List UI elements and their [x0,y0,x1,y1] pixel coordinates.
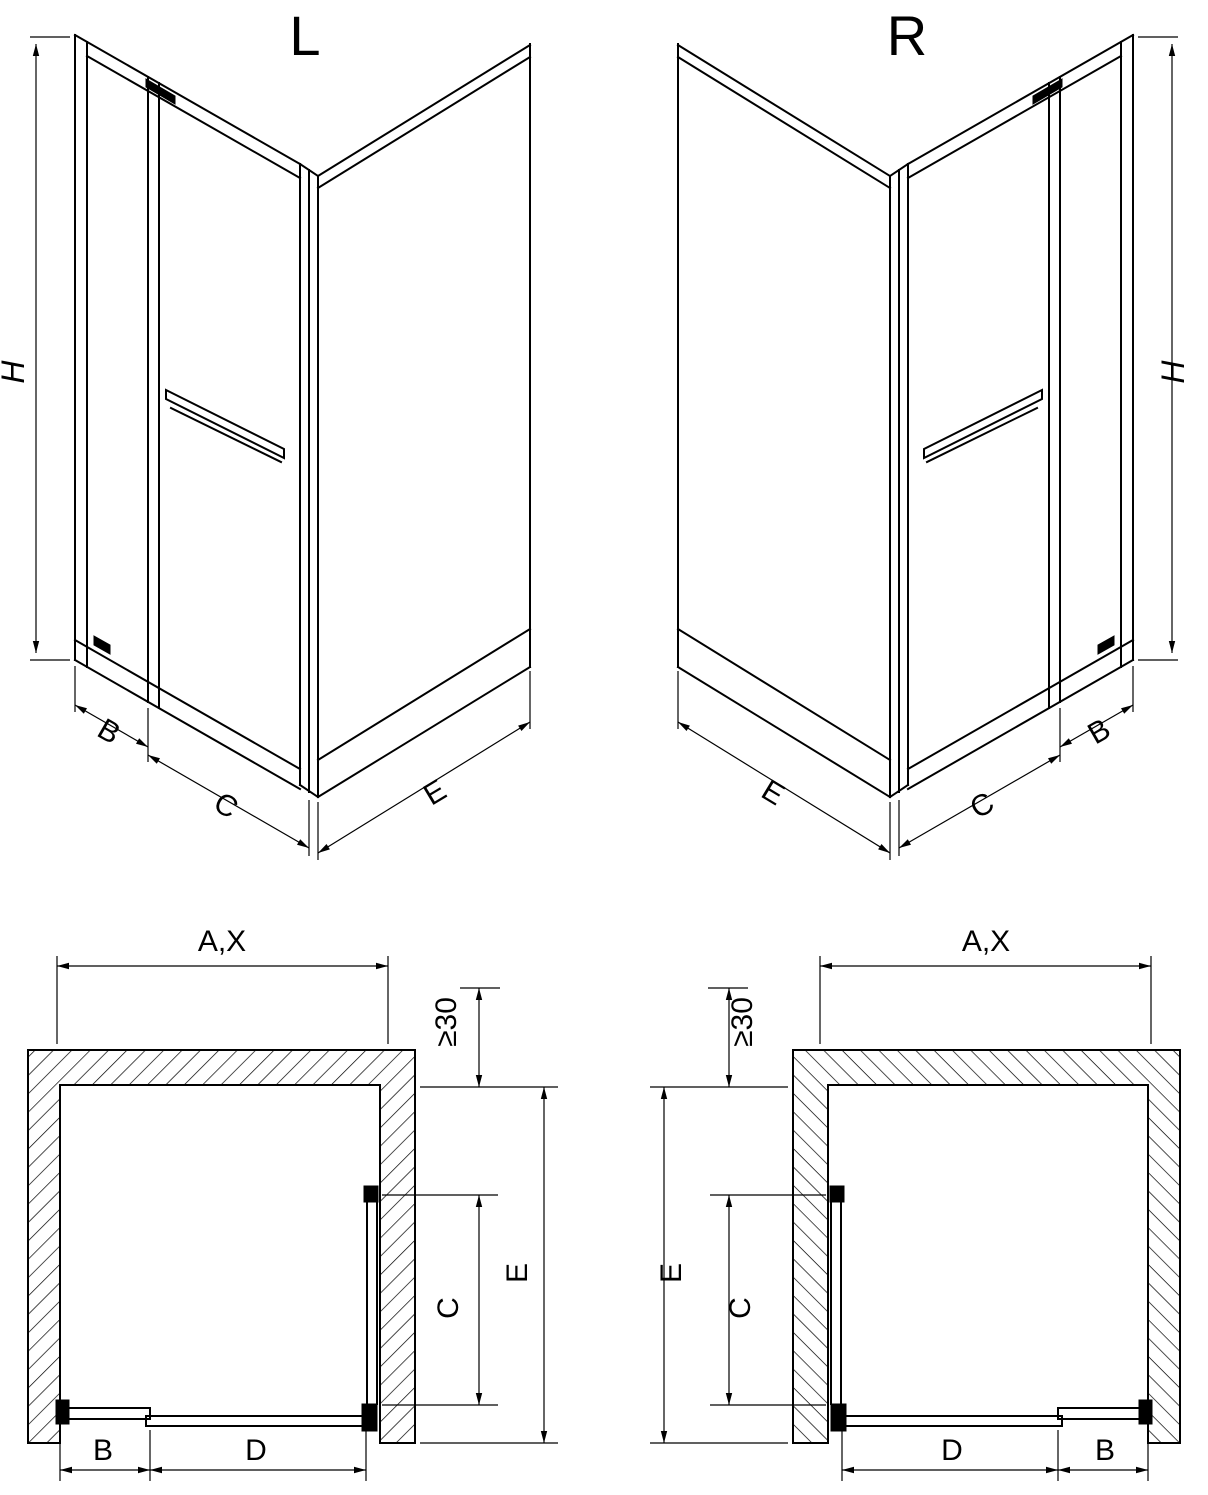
plan-right-dim-b-label: B [1095,1434,1115,1467]
plan-left-dim-min30-label: ≥30 [430,997,463,1047]
plan-right-dim-e-label: E [655,1263,688,1283]
plan-right-dim-c-label: C [724,1297,757,1319]
plan-right-dim-d-label: D [941,1434,963,1467]
plan-left-dim-c-label: C [432,1297,465,1319]
iso-right-dim-h-label: H [1155,360,1191,384]
plan-left-dim-e-label: E [501,1263,534,1283]
plan-left-dim-ax-label: A,X [198,925,246,958]
plan-left-dim-b-label: B [93,1434,113,1467]
iso-left-variant-label: L [289,4,320,67]
plan-right-dim-min30-label: ≥30 [726,997,759,1047]
iso-right-variant-label: R [887,4,927,67]
plan-left-dim-d-label: D [245,1434,267,1467]
plan-right-dim-ax-label: A,X [962,925,1010,958]
iso-left-dim-h-label: H [0,360,31,384]
